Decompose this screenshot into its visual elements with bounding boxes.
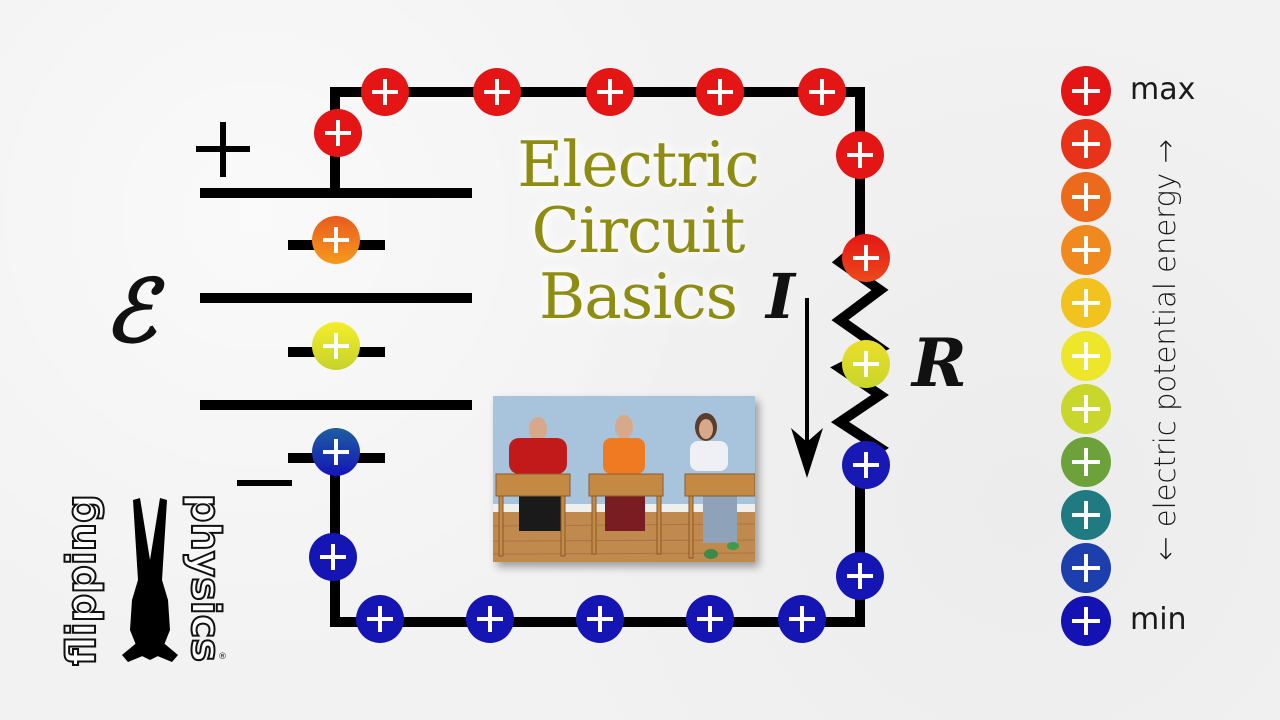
- legend-charge-icon: [1061, 331, 1111, 381]
- charge-icon: [361, 68, 409, 116]
- charge-icon: [312, 428, 360, 476]
- legend-charge-icon: [1061, 278, 1111, 328]
- legend-scale: [1061, 66, 1111, 646]
- charge-icon: [842, 441, 890, 489]
- charge-icon: [586, 68, 634, 116]
- charge-icon: [836, 131, 884, 179]
- charge-icon: [466, 595, 514, 643]
- legend-charge-icon: [1061, 225, 1111, 275]
- logo-registered-mark: ®: [218, 652, 227, 662]
- logo-word-physics: physics: [181, 493, 229, 663]
- charge-icon: [309, 533, 357, 581]
- legend-charge-icon: [1061, 437, 1111, 487]
- flipping-physics-logo-figure: [122, 498, 178, 662]
- charge-icon: [842, 234, 890, 282]
- title-line-2: Circuit: [531, 194, 746, 267]
- logo-word-flipping: flipping: [58, 493, 106, 666]
- title-line-1: Electric: [517, 128, 760, 201]
- legend-max-label: max: [1130, 72, 1196, 107]
- charge-icon: [778, 595, 826, 643]
- legend-axis-label: ← electric potential energy →: [1148, 139, 1182, 561]
- charge-icon: [798, 68, 846, 116]
- charge-icon: [312, 322, 360, 370]
- charge-icon: [576, 595, 624, 643]
- resistance-symbol: R: [912, 324, 967, 402]
- charge-icon: [473, 68, 521, 116]
- emf-symbol: ℰ: [104, 261, 157, 362]
- current-symbol: I: [766, 260, 796, 333]
- charge-icon: [356, 595, 404, 643]
- title-line-3: Basics: [539, 260, 738, 333]
- legend-charge-icon: [1061, 543, 1111, 593]
- battery-plus-icon: [196, 122, 250, 177]
- charges: [309, 68, 890, 643]
- legend-charge-icon: [1061, 490, 1111, 540]
- charge-icon: [696, 68, 744, 116]
- current-arrow-icon: [791, 298, 823, 478]
- classroom-photo: [493, 396, 755, 562]
- legend-charge-icon: [1061, 119, 1111, 169]
- legend-min-label: min: [1130, 602, 1187, 637]
- charge-icon: [312, 216, 360, 264]
- video-still-photo: [493, 396, 755, 562]
- charge-icon: [836, 552, 884, 600]
- legend-charge-icon: [1061, 66, 1111, 116]
- legend-charge-icon: [1061, 172, 1111, 222]
- video-title: Electric Circuit Basics: [478, 132, 798, 330]
- legend-charge-icon: [1061, 384, 1111, 434]
- charge-icon: [314, 109, 362, 157]
- charge-icon: [842, 340, 890, 388]
- legend-charge-icon: [1061, 596, 1111, 646]
- charge-icon: [686, 595, 734, 643]
